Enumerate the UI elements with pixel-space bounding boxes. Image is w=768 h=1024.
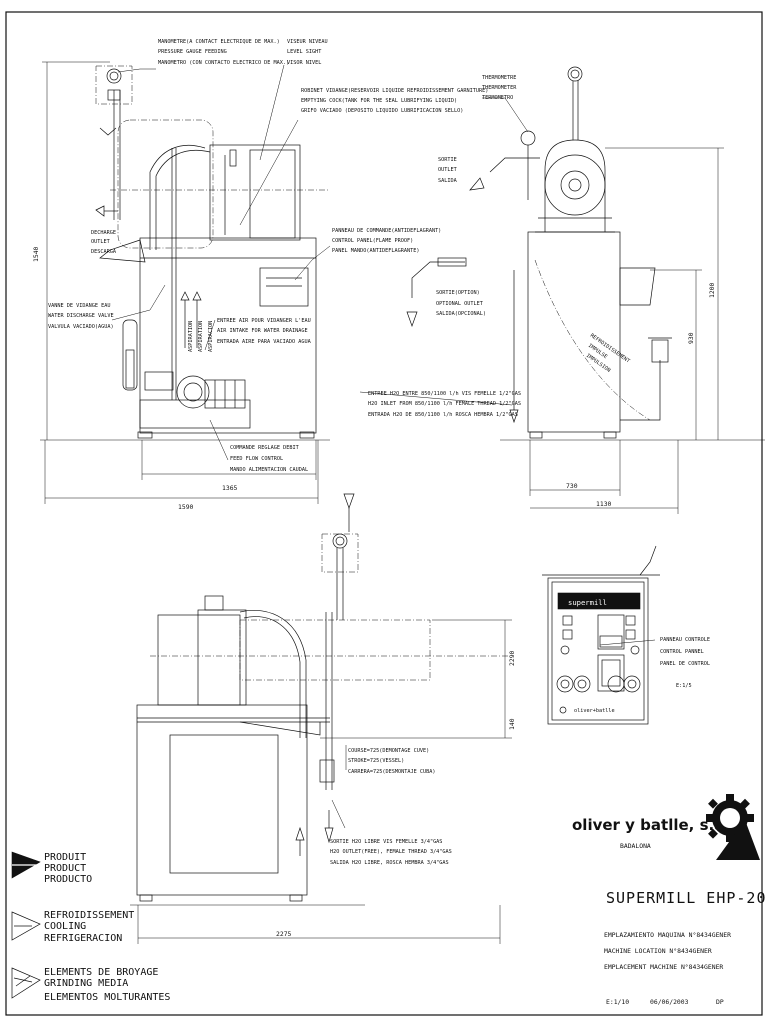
aspiration-label-3: ASPIRACION [208,321,214,352]
location-en: MACHINE LOCATION N°8434GENER [604,947,712,955]
dim-width-inner-side: 730 [566,482,578,490]
optional-outlet-es: SALIDA(OPCIONAL) [436,311,486,317]
optional-outlet-fr: SORTIE(OPTION) [436,290,480,296]
panel-label-en: CONTROL PANNEL [660,649,704,655]
sheet-border [5,11,763,1016]
drawing-author: DP [716,998,724,1006]
discharge-es: DESCARGA [91,249,117,255]
control-panel-fr: PANNEAU DE COMMANDE(ANTIDEFLAGRANT) [332,228,441,234]
dim-h1-side: 1200 [708,282,716,298]
title-block: oliver y batlle, s.a. BADALONA SUPERMILL… [572,794,767,1006]
thermometer-es: TERMOMETRO [482,95,513,101]
side-view: 730 1130 1200 930 THERMOMETRE THERMOMETE… [359,66,765,514]
location-es: EMPLAZAMIENTO MAQUINA N°8434GENER [604,931,731,939]
cooling-inlet-es: ENTRADA H2O DE 850/1100 l/h ROSCA HEMBRA… [368,412,518,418]
level-sight-es: VISOR NIVEL [287,60,321,66]
feed-control-es: MANDO ALIMENTACION CAUDAL [230,467,308,473]
dim-h-top: 2290 [508,650,516,666]
dim-total-width-front: 1590 [178,503,194,511]
legend: PRODUIT PRODUCT PRODUCTO REFROIDISSEMENT… [11,851,170,1003]
drain-tap-en: EMPTYING COCK(TANK FOR THE SEAL LUBRIFYI… [301,98,457,104]
outlet-en: OUTLET [438,167,457,173]
drawing-date: 06/06/2003 [650,998,689,1006]
aspiration-label-1: ASPIRATION [188,321,194,352]
cooling-inlet-fr: ENTREE H2O ENTRE 850/1100 l/h VIS FEMELL… [368,391,521,397]
dim-height-front: 1540 [32,246,40,262]
legend-cooling-es: REFRIGERACION [44,933,122,944]
feed-control-en: FEED FLOW CONTROL [230,456,283,462]
location-fr: EMPLACEMENT MACHINE N°8434GENER [604,963,723,971]
manometer-label-es: MANOMETRO (CON CONTACTO ELECTRICO DE MAX… [158,60,289,66]
manometer-label-fr: MANOMETRE(A CONTACT ELECTRIQUE DE MAX.) [158,39,280,45]
dim-width-total-side: 1130 [596,500,612,508]
manometer-label-en: PRESSURE GAUGE FEEDING [158,49,227,55]
stroke-fr: COURSE=725(DEMONTAGE CUVE) [348,748,429,754]
air-intake-en: AIR INTAKE FOR WATER DRAINAGE [217,328,308,334]
legend-cooling-fr: REFROIDISSEMENT [44,910,134,921]
aspiration-label-2: ASPIRATION [198,321,204,352]
top-view: 2275 2290 140 COURSE=725(DEMONTAGE CUVE)… [130,493,516,944]
panel-label-es: PANEL DE CONTROL [660,661,710,667]
gear-logo-icon [706,794,760,860]
outlet-es: SALIDA [438,178,458,184]
thermometer-fr: THERMOMETRE [482,75,516,81]
panel-maker: oliver+batlle [574,708,615,714]
legend-grinding-fr: ELEMENTS DE BROYAGE [44,967,158,978]
control-panel-en: CONTROL PANEL(FLAME PROOF) [332,238,413,244]
h2o-outlet-es: SALIDA H2O LIBRE, ROSCA HEMBRA 3/4"GAS [330,860,449,866]
dim-h-small-top: 140 [508,718,516,730]
company-name: oliver y batlle, s.a. [572,816,730,834]
feed-control-fr: COMMANDE REGLAGE DEBIT [230,445,299,451]
drain-tap-es: GRIFO VACIADO (DEPOSITO LIQUIDO LUBRIFIC… [301,108,463,114]
stroke-en: STROKE=725(VESSEL) [348,758,404,764]
drawing-title: SUPERMILL EHP-20 [606,889,767,907]
water-valve-en: WATER DISCHARGE VALVE [48,313,114,319]
front-view: 1540 1365 1590 MANOMETRE(A CONTACT ELECT… [32,39,488,511]
thermometer-en: THERMOMETER [482,85,517,91]
outlet-fr: SORTIE [438,157,457,163]
cooling-inlet-en: H2O INLET FROM 850/1100 l/h FEMALE THREA… [368,401,521,407]
panel-label-fr: PANNEAU CONTROLE [660,637,710,643]
level-sight-en: LEVEL SIGHT [287,49,321,55]
drain-tap-fr: ROBINET VIDANGE(RESERVOIR LIQUIDE REFROI… [301,88,488,94]
legend-product-es: PRODUCTO [44,874,92,885]
panel-scale: E:1/5 [676,683,692,689]
dim-inner-width-front: 1365 [222,484,238,492]
water-valve-es: VALVULA VACIADO(AGUA) [48,324,114,330]
legend-cooling-en: COOLING [44,921,86,932]
water-valve-fr: VANNE DE VIDANGE EAU [48,303,110,309]
h2o-outlet-en: H2O OUTLET(FREE), FEMALE THREAD 3/4"GAS [330,849,452,855]
legend-grinding-es: ELEMENTOS MOLTURANTES [44,992,170,1003]
company-city: BADALONA [620,842,651,850]
control-panel-drawing: supermill oliver+batlle PANNEAU CONTROLE… [542,545,710,725]
grinding-media-arrow-icon [11,967,41,999]
legend-product-fr: PRODUIT [44,852,86,863]
legend-product-en: PRODUCT [44,863,86,874]
optional-outlet-en: OPTIONAL OUTLET [436,301,483,307]
control-panel-es: PANEL MANDO(ANTIDEFLAGRANTE) [332,248,419,254]
stroke-es: CARRERA=725(DESMONTAJE CUBA) [348,769,435,775]
legend-grinding-en: GRINDING MEDIA [44,978,128,989]
air-intake-fr: ENTREE AIR POUR VIDANGER L'EAU [217,318,311,324]
dim-h2-side: 930 [687,332,695,344]
h2o-outlet-fr: SORTIE H2O LIBRE VIS FEMELLE 3/4"GAS [330,839,442,845]
panel-brand: supermill [568,598,607,607]
discharge-fr: DECHARGE [91,230,116,236]
discharge-en: OUTLET [91,239,110,245]
level-sight-fr: VISEUR NIVEAU [287,39,328,45]
drawing-scale: E:1/10 [606,998,629,1006]
air-intake-es: ENTRADA AIRE PARA VACIADO AGUA [217,339,312,345]
dim-length-top: 2275 [276,930,292,938]
